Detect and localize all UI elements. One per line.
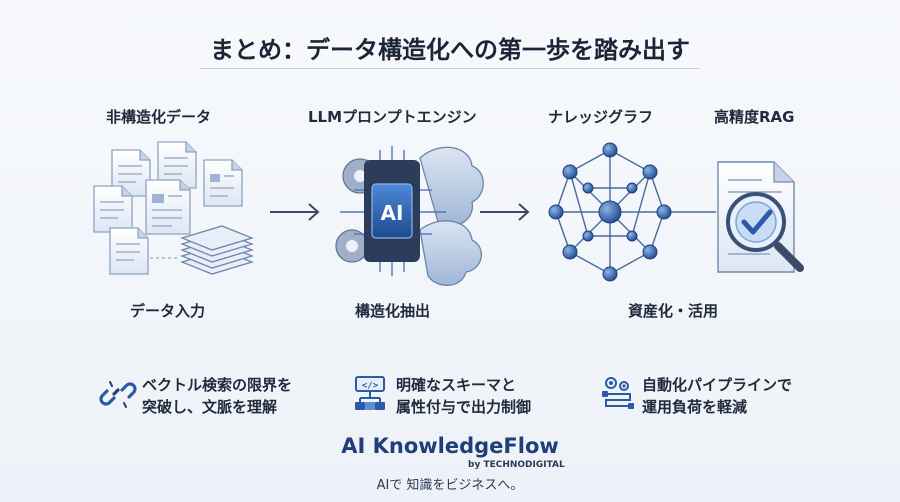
ai-chip-brain-icon: AI: [335, 146, 484, 286]
feature-2-line-2: 属性付与で出力制御: [396, 398, 532, 416]
title-divider: [200, 68, 700, 69]
stage-label-high-precision-rag: 高精度RAG: [714, 108, 795, 126]
sub-label-assetization: 資産化・活用: [628, 302, 719, 320]
feature-1-line-1: ベクトル検索の限界を: [142, 376, 293, 394]
feature-2-text: 明確なスキーマと 属性付与で出力制御: [396, 374, 531, 418]
automation-pipeline-icon: [602, 377, 634, 409]
documents-icon: [93, 141, 254, 275]
page-title: まとめ：データ構造化への第一歩を踏み出す: [210, 36, 690, 64]
sub-label-data-input: データ入力: [130, 302, 206, 320]
brand-tagline: AIで 知識をビジネスへ。: [376, 478, 524, 493]
feature-1-text: ベクトル検索の限界を 突破し、文脈を理解: [142, 374, 292, 418]
svg-text:</>: </>: [362, 381, 379, 391]
knowledge-graph-icon: [548, 142, 716, 282]
brand-name: AI KnowledgeFlow: [341, 434, 559, 458]
brand-by-line: by TECHNODIGITAL: [468, 460, 565, 470]
document-magnifier-check-icon: [717, 161, 804, 273]
feature-3-line-2: 運用負荷を軽減: [642, 398, 748, 416]
schema-code-icon: </>: [355, 376, 385, 410]
feature-3-text: 自動化パイプラインで 運用負荷を軽減: [642, 374, 792, 418]
stage-label-knowledge-graph: ナレッジグラフ: [548, 108, 654, 126]
chip-text: AI: [381, 201, 404, 225]
feature-3-line-1: 自動化パイプラインで: [642, 376, 793, 394]
broken-link-icon: [99, 381, 137, 408]
arrow-1-icon: [270, 203, 320, 221]
feature-2-line-1: 明確なスキーマと: [396, 376, 517, 394]
sub-label-structured-extraction: 構造化抽出: [355, 302, 431, 320]
stage-label-llm-prompt-engine: LLMプロンプトエンジン: [308, 108, 477, 126]
feature-1-line-2: 突破し、文脈を理解: [142, 398, 278, 416]
stage-label-unstructured-data: 非構造化データ: [106, 108, 212, 126]
arrow-2-icon: [480, 203, 530, 221]
